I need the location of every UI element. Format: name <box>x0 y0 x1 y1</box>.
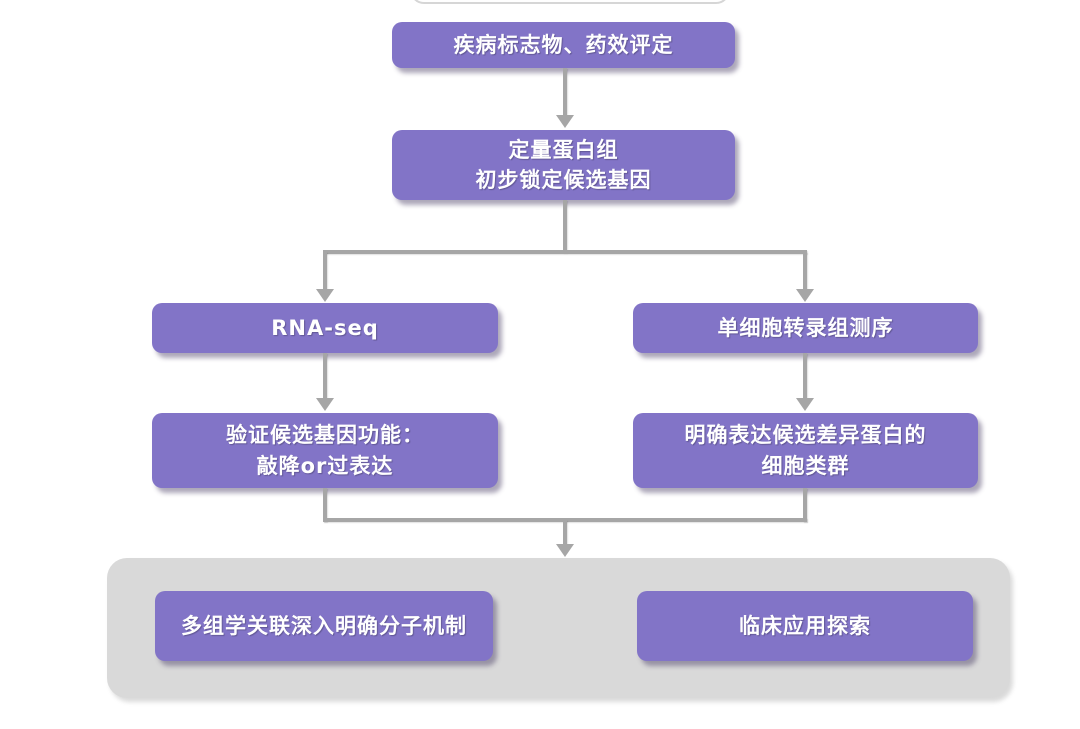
connector-merge-stem <box>563 520 567 546</box>
node-rna-seq-label: RNA-seq <box>271 315 379 340</box>
node-validate-gene-function: 验证候选基因功能： 敲降or过表达 <box>152 413 498 488</box>
connector-right-branch <box>803 252 807 291</box>
connector-left-branch <box>323 252 327 291</box>
node-multi-omics-mechanism-label: 多组学关联深入明确分子机制 <box>181 613 467 638</box>
cutoff-box-top <box>410 0 730 4</box>
node-quantitative-proteomics: 定量蛋白组 初步锁定候选基因 <box>392 130 735 200</box>
node-clinical-application: 临床应用探索 <box>637 591 973 661</box>
arrow-down-head-left-3 <box>316 398 334 411</box>
node-disease-markers: 疾病标志物、药效评定 <box>392 22 735 68</box>
arrow-down-head-left-branch <box>316 289 334 302</box>
arrow-down-head-merge <box>556 544 574 557</box>
node-single-cell-sequencing: 单细胞转录组测序 <box>633 303 978 353</box>
connector-1-vertical <box>563 68 567 117</box>
connector-merge-left-vertical <box>323 488 327 522</box>
connector-left-3-vertical <box>323 353 327 400</box>
node-multi-omics-mechanism: 多组学关联深入明确分子机制 <box>155 591 493 661</box>
arrow-down-head-right-3 <box>796 398 814 411</box>
node-rna-seq: RNA-seq <box>152 303 498 353</box>
node-cell-clusters: 明确表达候选差异蛋白的 细胞类群 <box>633 413 978 488</box>
node-clinical-application-label: 临床应用探索 <box>739 613 871 638</box>
connector-merge-right-vertical <box>803 488 807 522</box>
connector-split-horizontal <box>323 250 807 254</box>
connector-split-stem <box>563 200 567 253</box>
arrow-down-head-right-branch <box>796 289 814 302</box>
node-validate-gene-function-label: 验证候选基因功能： 敲降or过表达 <box>226 423 424 478</box>
node-single-cell-sequencing-label: 单细胞转录组测序 <box>717 315 894 340</box>
connector-right-3-vertical <box>803 353 807 400</box>
node-cell-clusters-label: 明确表达候选差异蛋白的 细胞类群 <box>684 423 927 478</box>
node-disease-markers-label: 疾病标志物、药效评定 <box>453 32 674 57</box>
node-quantitative-proteomics-label: 定量蛋白组 初步锁定候选基因 <box>475 137 652 192</box>
arrow-down-head-1 <box>556 115 574 128</box>
